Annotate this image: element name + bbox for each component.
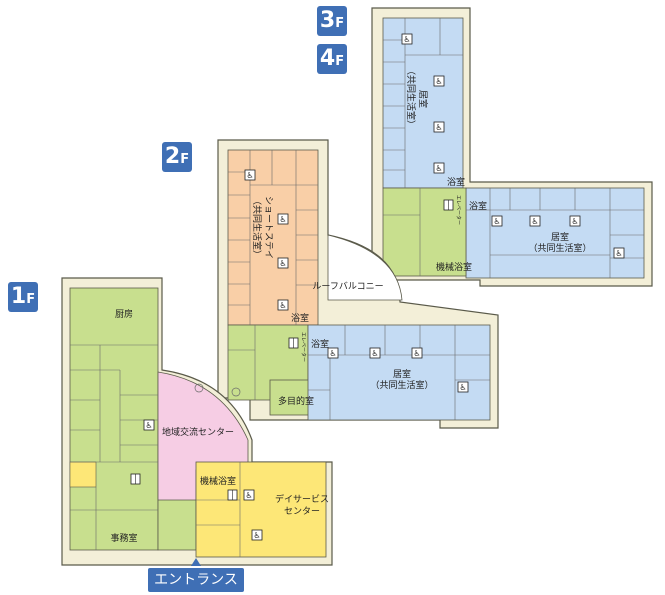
elevator-icons bbox=[130, 199, 454, 501]
floor-badge-3f-num: 3 bbox=[319, 8, 336, 33]
middle-wing bbox=[217, 139, 499, 429]
svg-text:♿: ♿ bbox=[279, 215, 286, 224]
svg-text:♿: ♿ bbox=[279, 301, 286, 310]
svg-text:♿: ♿ bbox=[615, 249, 622, 258]
wheelchair-icon bbox=[244, 169, 256, 181]
svg-text:♿: ♿ bbox=[493, 217, 500, 226]
svg-text:♿: ♿ bbox=[145, 421, 152, 430]
label-community-center: 地域交流センター bbox=[162, 426, 234, 438]
svg-text:♿: ♿ bbox=[403, 35, 410, 44]
label-machine-bath-1f: 機械浴室 bbox=[200, 475, 236, 487]
floor-badge-3f-suffix: F bbox=[335, 16, 345, 31]
label-machine-bath-3f: 機械浴室 bbox=[436, 261, 472, 273]
label-bath-2f-right: 浴室 bbox=[311, 338, 329, 350]
upper-wing bbox=[371, 7, 653, 287]
label-bath-3f-left: 浴室 bbox=[447, 176, 465, 188]
label-living-2f-1: 居室 bbox=[393, 368, 411, 380]
floor-badge-4f: 4F bbox=[317, 44, 347, 74]
label-kitchen: 厨房 bbox=[115, 308, 133, 320]
svg-text:♿: ♿ bbox=[329, 349, 336, 358]
svg-text:♿: ♿ bbox=[531, 217, 538, 226]
label-office: 事務室 bbox=[110, 532, 137, 544]
wheelchair-icon bbox=[251, 529, 263, 541]
entrance-label: エントランス bbox=[148, 568, 244, 592]
floor-badge-3f: 3F bbox=[317, 6, 347, 36]
label-living-2f-2: （共同生活室） bbox=[370, 379, 433, 391]
wheelchair-icon bbox=[277, 257, 289, 269]
wheelchair-icon bbox=[613, 247, 625, 259]
wheelchair-icon bbox=[369, 347, 381, 359]
svg-text:♿: ♿ bbox=[459, 383, 466, 392]
floor-badge-4f-suffix: F bbox=[335, 54, 345, 69]
label-short-stay-sub: （共同生活室） bbox=[251, 196, 263, 259]
svg-text:♿: ♿ bbox=[435, 164, 442, 173]
svg-text:♿: ♿ bbox=[413, 349, 420, 358]
wheelchair-icon bbox=[457, 381, 469, 393]
label-elevator-3f: エレベーター bbox=[455, 195, 462, 225]
label-living-3f-right-1: 居室 bbox=[551, 231, 569, 243]
label-living-3f-right-2: （共同生活室） bbox=[528, 242, 591, 254]
lower-wing bbox=[61, 277, 333, 566]
label-living-3f-top: 居室 bbox=[417, 90, 429, 108]
svg-text:♿: ♿ bbox=[245, 491, 252, 500]
label-elevator-2f: エレベーター bbox=[300, 332, 307, 362]
floor-badge-1f-suffix: F bbox=[26, 292, 36, 307]
svg-text:♿: ♿ bbox=[435, 77, 442, 86]
wheelchair-icon bbox=[411, 347, 423, 359]
wheelchair-icon bbox=[243, 489, 255, 501]
svg-text:♿: ♿ bbox=[435, 123, 442, 132]
wheelchair-icon bbox=[401, 33, 413, 45]
wheelchair-icon bbox=[277, 213, 289, 225]
svg-text:♿: ♿ bbox=[571, 217, 578, 226]
wheelchair-icon bbox=[491, 215, 503, 227]
wheelchair-icon bbox=[433, 162, 445, 174]
label-day-service-1: デイサービス bbox=[275, 493, 329, 505]
label-short-stay: ショートステイ bbox=[263, 196, 274, 259]
floor-badge-1f: 1F bbox=[8, 282, 38, 312]
label-living-3f-top-sub: （共同生活室） bbox=[405, 66, 417, 129]
label-roof-balcony: ルーフバルコニー bbox=[312, 281, 383, 292]
wheelchair-icon bbox=[433, 121, 445, 133]
floor-badge-1f-num: 1 bbox=[10, 284, 27, 309]
floor-badge-2f-num: 2 bbox=[164, 144, 181, 169]
svg-text:♿: ♿ bbox=[279, 259, 286, 268]
svg-text:♿: ♿ bbox=[246, 171, 253, 180]
wheelchair-icon bbox=[277, 299, 289, 311]
label-bath-2f: 浴室 bbox=[291, 312, 309, 324]
label-day-service-2: センター bbox=[284, 506, 320, 517]
label-bath-3f-right: 浴室 bbox=[469, 200, 487, 212]
wheelchair-icons: ♿ ♿ ♿ ♿ ♿ ♿ ♿ ♿ ♿ ♿ ♿ ♿ ♿ ♿ ♿ ♿ ♿ ♿ ♿ bbox=[143, 33, 625, 541]
wheelchair-icon bbox=[327, 347, 339, 359]
floor-badge-2f: 2F bbox=[162, 142, 192, 172]
wheelchair-icon bbox=[529, 215, 541, 227]
wheelchair-icon bbox=[433, 75, 445, 87]
svg-text:♿: ♿ bbox=[253, 531, 260, 540]
svg-text:♿: ♿ bbox=[371, 349, 378, 358]
room-labels: 厨房 地域交流センター 事務室 機械浴室 デイサービス センター ショートステイ… bbox=[110, 66, 591, 544]
wheelchair-icon bbox=[569, 215, 581, 227]
floor-badge-4f-num: 4 bbox=[319, 46, 336, 71]
floor-badge-2f-suffix: F bbox=[180, 152, 190, 167]
label-multipurpose: 多目的室 bbox=[278, 395, 314, 407]
wheelchair-icon bbox=[143, 419, 155, 431]
